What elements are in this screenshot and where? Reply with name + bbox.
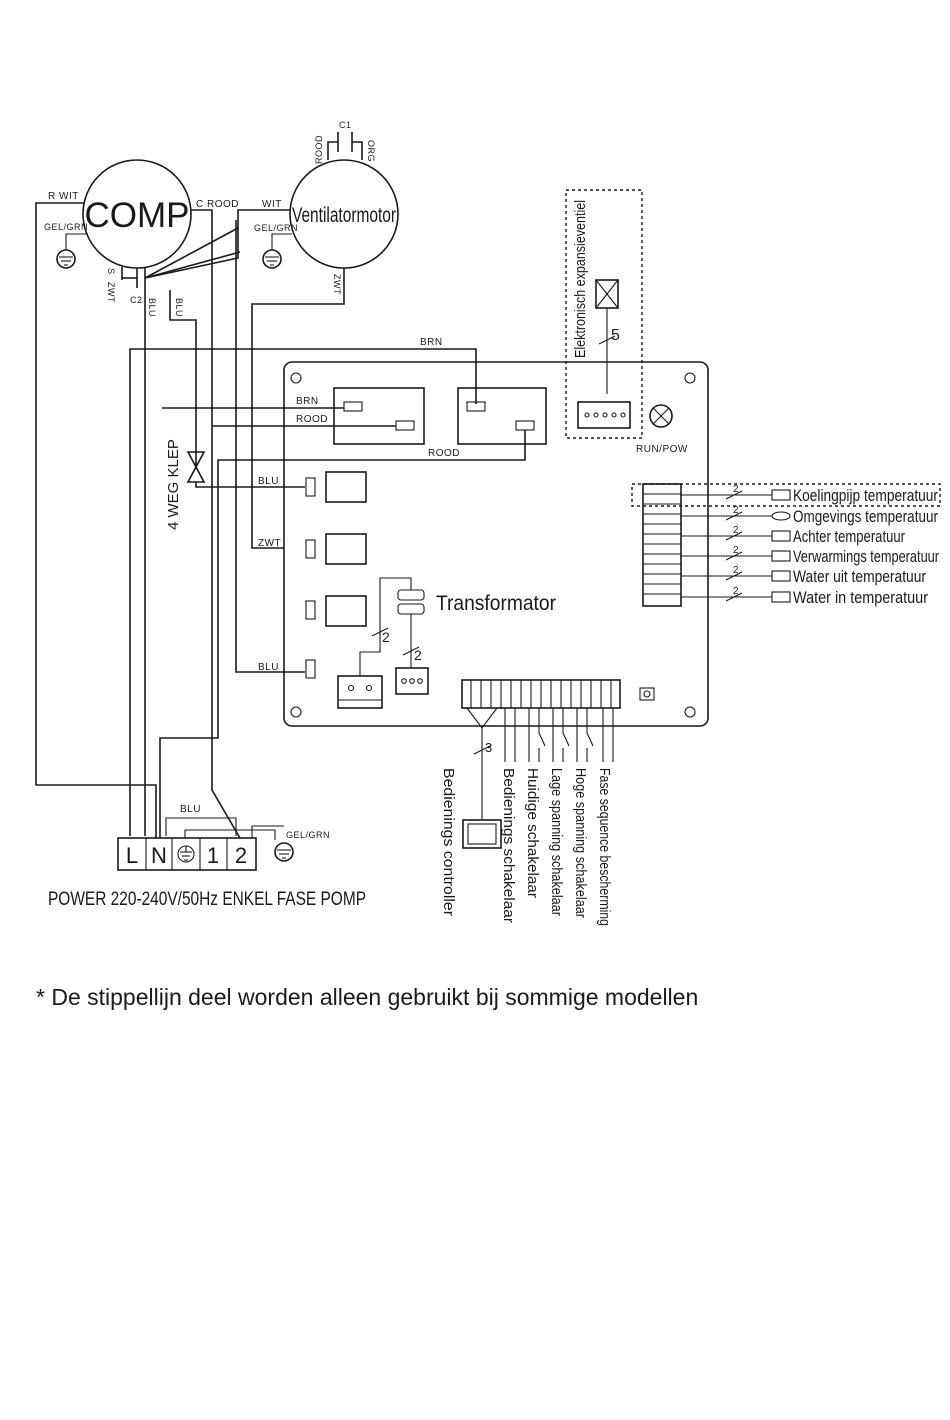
wire-label-wit: WIT: [262, 199, 282, 210]
wire-label-brn-top: BRN: [420, 337, 443, 348]
wire-label-rood-2: ROOD: [428, 448, 460, 459]
wire-label-gel-grn-comp: GEL/GRN: [44, 222, 88, 232]
wire-label-blu-valve: BLU: [258, 476, 279, 487]
connection-label-fase-sequence: Fase sequence bescherming: [596, 768, 613, 926]
sensor-terminal-dividers: [643, 493, 681, 595]
sensor-leads: [681, 489, 791, 603]
switch-leads: [504, 708, 614, 762]
run-pow-indicator-icon: [649, 404, 673, 428]
wire-label-gel-grn-fan: GEL/GRN: [254, 223, 298, 233]
wire-label-c-rood: C ROOD: [196, 199, 239, 210]
control-terminal-dividers: [470, 680, 612, 708]
connection-label-bedienings-schakelaar: Bedienings schakelaar: [500, 768, 517, 923]
cable-count-sensor-6: 2: [733, 586, 739, 597]
terminal-n: N: [151, 843, 167, 868]
wire-label-zwt-c2: ZWT: [106, 282, 116, 303]
connector-power-input: [337, 675, 383, 709]
cable-count-sensor-5: 2: [733, 565, 739, 576]
sensor-label-verwarmings: Verwarmings temperatuur: [793, 547, 939, 566]
sensor-label-koelingpijp: Koelingpijp temperatuur: [793, 486, 938, 505]
connector-expansion-valve: [577, 401, 631, 429]
wire-label-blu-2: BLU: [174, 298, 184, 317]
wire-label-org: ORG: [366, 140, 376, 162]
expansion-valve-label: Elektronisch expansieventiel: [572, 200, 589, 358]
sensor-dashed-region: [631, 483, 941, 507]
wire-label-blu-bottom: BLU: [258, 662, 279, 673]
terminal-ground-icon: [177, 845, 195, 863]
wire-label-brn: BRN: [296, 396, 319, 407]
footnote: * De stippellijn deel worden alleen gebr…: [36, 984, 699, 1010]
expansion-valve-dashed-region: [565, 189, 643, 439]
capacitor-c2-label: C2: [130, 295, 143, 305]
four-way-valve: [186, 451, 206, 483]
pcb-mounting-holes: [290, 372, 696, 718]
cable-count-sensor-3: 2: [733, 525, 739, 536]
relay-block-2: [457, 387, 547, 445]
capacitor-c1: [327, 132, 363, 160]
run-pow-label: RUN/POW: [636, 444, 688, 455]
connection-label-huidige: Huidige schakelaar: [524, 768, 541, 898]
expansion-valve-coil: [595, 279, 619, 309]
four-way-valve-label: 4 WEG KLEP: [165, 439, 182, 530]
compressor-label: COMP: [85, 196, 190, 235]
terminal-l: L: [126, 843, 138, 868]
wire-label-s: S: [106, 268, 116, 275]
ground-icon: [56, 249, 76, 269]
connection-label-hoge-spanning: Hoge spanning schakelaar: [572, 768, 589, 918]
terminal-2: 2: [235, 843, 247, 868]
ground-icon: [262, 249, 282, 269]
capacitor-c1-label: C1: [339, 120, 352, 130]
compressor: COMP: [82, 159, 192, 269]
capacitor-c2: [122, 227, 241, 288]
cable-count-sensor-4: 2: [733, 545, 739, 556]
connection-label-lage-spanning: Lage spanning schakelaar: [548, 768, 565, 916]
transformer: [379, 577, 425, 668]
power-label: POWER 220-240V/50Hz ENKEL FASE POMP: [48, 889, 366, 910]
cable-count-transformer-left: 2: [382, 629, 390, 645]
wire-label-gel-grn-power: GEL/GRN: [286, 830, 330, 840]
wire-label-rood-1: ROOD: [296, 414, 328, 425]
ground-icon: [274, 842, 294, 862]
cable-count-controller: 3: [485, 740, 493, 755]
wire-label-r-wit: R WIT: [48, 191, 79, 202]
fan-motor-label: Ventilatormotor: [292, 204, 396, 227]
relay-spare: [325, 595, 367, 627]
cable-count-transformer-right: 2: [414, 647, 422, 663]
wire-label-rood-c1: ROOD: [314, 135, 324, 164]
terminal-1: 1: [207, 843, 219, 868]
wire-label-blu-1: BLU: [147, 298, 157, 317]
sensor-label-water-in: Water in temperatuur: [793, 588, 928, 607]
power-terminal-block: [117, 837, 257, 871]
wire-label-zwt-relay: ZWT: [258, 538, 281, 549]
fan-motor: Ventilatormotor: [289, 159, 399, 269]
relay-fan: [325, 533, 367, 565]
cable-count-sensor-1: 2: [733, 484, 739, 495]
cable-count-sensor-2: 2: [733, 505, 739, 516]
main-pcb: [283, 361, 709, 727]
controller-box-icon: [462, 819, 502, 849]
wire-label-blu-power: BLU: [180, 804, 201, 815]
connection-label-controller: Bedienings controller: [440, 768, 457, 916]
sensor-label-achter: Achter temperatuur: [793, 527, 905, 546]
transformer-label: Transformator: [436, 592, 556, 615]
cable-count-expansion: 5: [611, 327, 620, 344]
relay-block-1: [333, 387, 425, 445]
sensor-label-omgevings: Omgevings temperatuur: [793, 507, 938, 526]
sensor-label-water-uit: Water uit temperatuur: [793, 567, 926, 586]
relay-valve: [325, 471, 367, 503]
sensor-terminal-block: [642, 483, 682, 607]
pcb-small-switch: [639, 687, 655, 701]
connector-transformer: [395, 667, 429, 695]
wire-label-zwt-fan: ZWT: [332, 274, 342, 295]
